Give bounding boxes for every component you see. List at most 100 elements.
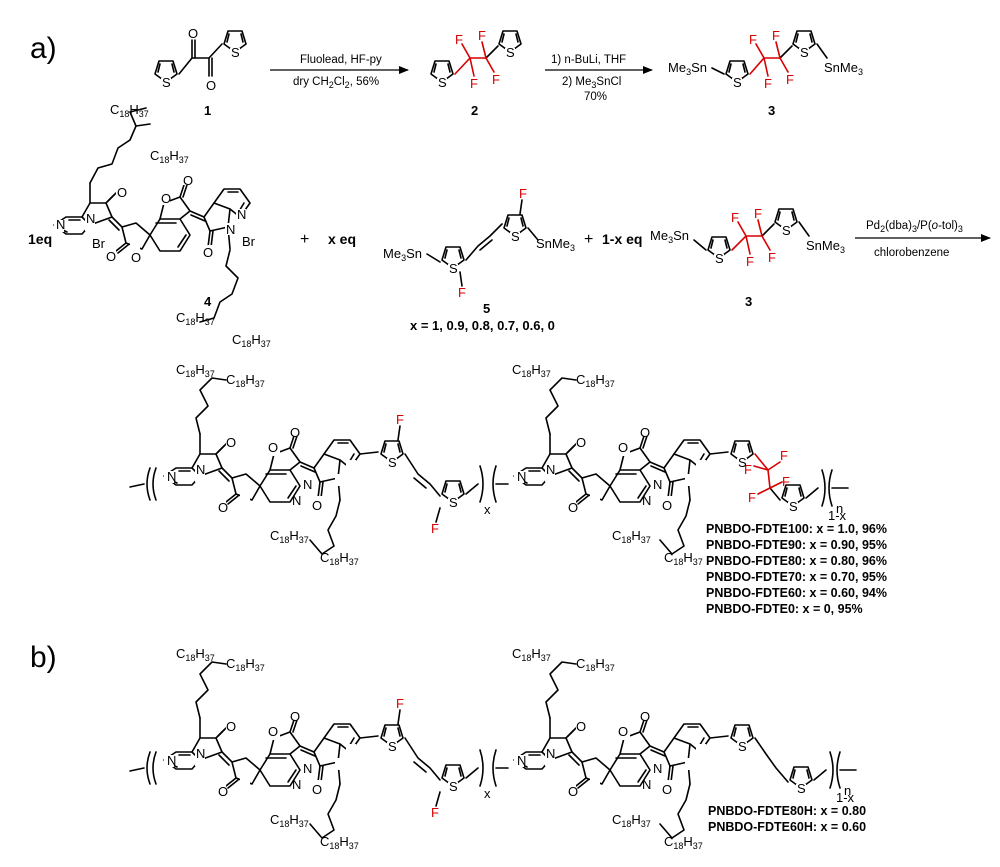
svg-text:1-x: 1-x <box>828 508 847 523</box>
svg-text:O: O <box>268 724 278 739</box>
svg-text:S: S <box>438 75 447 90</box>
polymer-b-structure: N N N N O O O O O F F S S x N N N N O O … <box>129 646 857 851</box>
svg-text:F: F <box>396 412 404 427</box>
svg-text:N: N <box>226 222 235 237</box>
svg-text:O: O <box>106 249 116 264</box>
svg-text:S: S <box>162 75 171 90</box>
svg-text:C18H37: C18H37 <box>176 362 215 379</box>
svg-text:C18H37: C18H37 <box>150 148 189 165</box>
svg-text:S: S <box>797 781 806 796</box>
svg-text:O: O <box>131 250 141 265</box>
result-fdte100: PNBDO-FDTE100: x = 1.0, 96% <box>706 522 887 536</box>
result-fdte70: PNBDO-FDTE70: x = 0.70, 95% <box>706 570 887 584</box>
svg-text:O: O <box>568 784 578 799</box>
svg-text:O: O <box>290 425 300 440</box>
svg-text:F: F <box>749 32 757 47</box>
svg-text:O: O <box>662 782 672 797</box>
svg-text:1-x: 1-x <box>836 790 855 805</box>
svg-text:n: n <box>836 501 843 516</box>
svg-text:O: O <box>576 435 586 450</box>
svg-text:F: F <box>748 490 756 505</box>
svg-text:F: F <box>431 521 439 536</box>
step2-conditions-2: 2) Me3SnCl <box>562 76 621 90</box>
svg-text:S: S <box>715 251 724 266</box>
svg-text:N: N <box>167 469 176 484</box>
svg-text:O: O <box>206 78 216 93</box>
step2-yield: 70% <box>584 91 607 103</box>
monomer-5-equivalents: x eq <box>328 231 356 247</box>
svg-text:F: F <box>470 76 478 91</box>
svg-text:F: F <box>731 210 739 225</box>
plus-sign-2: + <box>584 231 593 248</box>
svg-text:SnMe3: SnMe3 <box>824 60 863 77</box>
svg-text:S: S <box>782 223 791 238</box>
compound-3-structure-monomer: Me3Sn F F F F S S SnMe3 <box>650 206 845 269</box>
svg-text:x: x <box>484 786 491 801</box>
svg-text:N: N <box>292 777 301 792</box>
svg-text:F: F <box>754 206 762 221</box>
x-values: x = 1, 0.9, 0.8, 0.7, 0.6, 0 <box>410 318 555 333</box>
svg-text:Me3Sn: Me3Sn <box>650 228 689 245</box>
compound-3-label-top: 3 <box>768 103 775 118</box>
svg-text:C18H37: C18H37 <box>176 310 215 327</box>
svg-text:C18H37: C18H37 <box>226 656 265 673</box>
svg-text:O: O <box>618 724 628 739</box>
svg-text:N: N <box>303 477 312 492</box>
monomer-3-equivalents: 1-x eq <box>602 231 642 247</box>
svg-text:SnMe3: SnMe3 <box>536 236 575 253</box>
monomer-5-label: 5 <box>483 301 490 316</box>
svg-text:F: F <box>744 462 752 477</box>
svg-text:O: O <box>662 498 672 513</box>
polymerization-solvent: chlorobenzene <box>874 247 949 259</box>
svg-text:S: S <box>738 739 747 754</box>
svg-text:F: F <box>768 250 776 265</box>
svg-text:C18H37: C18H37 <box>176 646 215 663</box>
svg-text:N: N <box>56 217 65 232</box>
svg-text:S: S <box>231 45 240 60</box>
svg-text:S: S <box>506 45 515 60</box>
svg-text:F: F <box>478 28 486 43</box>
svg-text:O: O <box>188 26 198 41</box>
svg-text:C18H37: C18H37 <box>664 550 703 567</box>
svg-text:N: N <box>303 761 312 776</box>
svg-text:C18H37: C18H37 <box>512 362 551 379</box>
svg-text:F: F <box>782 474 790 489</box>
svg-text:O: O <box>226 435 236 450</box>
results-list-a: PNBDO-FDTE100: x = 1.0, 96% PNBDO-FDTE90… <box>706 522 887 616</box>
polymerization-catalyst: Pd2(dba)3/P(o-tol)3 <box>866 220 963 234</box>
monomer-4-equivalents: 1eq <box>28 231 52 247</box>
svg-text:N: N <box>653 477 662 492</box>
result-fdte80: PNBDO-FDTE80: x = 0.80, 96% <box>706 554 887 568</box>
svg-text:C18H37: C18H37 <box>512 646 551 663</box>
panel-b-label: b) <box>30 641 57 674</box>
result-fdte60h: PNBDO-FDTE60H: x = 0.60 <box>708 820 866 834</box>
svg-text:F: F <box>764 76 772 91</box>
svg-text:F: F <box>396 696 404 711</box>
svg-text:N: N <box>292 493 301 508</box>
svg-text:Br: Br <box>92 236 106 251</box>
svg-text:F: F <box>772 28 780 43</box>
compound-1-label: 1 <box>204 103 211 118</box>
results-list-b: PNBDO-FDTE80H: x = 0.80 PNBDO-FDTE60H: x… <box>708 804 866 834</box>
svg-text:C18H37: C18H37 <box>576 656 615 673</box>
svg-text:N: N <box>653 761 662 776</box>
svg-text:F: F <box>492 72 500 87</box>
svg-text:O: O <box>568 500 578 515</box>
svg-text:O: O <box>640 425 650 440</box>
svg-text:x: x <box>484 502 491 517</box>
svg-text:F: F <box>780 448 788 463</box>
plus-sign-1: + <box>300 231 309 248</box>
svg-text:N: N <box>196 746 205 761</box>
svg-text:N: N <box>546 462 555 477</box>
svg-text:O: O <box>268 440 278 455</box>
svg-text:C18H37: C18H37 <box>320 834 359 851</box>
svg-text:S: S <box>733 75 742 90</box>
svg-text:S: S <box>388 455 397 470</box>
svg-text:O: O <box>203 245 213 260</box>
step1-conditions-below: dry CH2Cl2, 56% <box>293 76 379 90</box>
compound-3-label-monomer: 3 <box>745 294 752 309</box>
svg-text:F: F <box>458 285 466 300</box>
result-fdte80h: PNBDO-FDTE80H: x = 0.80 <box>708 804 866 818</box>
compound-3-structure-top: Me3Sn F F F F S S SnMe3 <box>668 28 863 91</box>
svg-text:C18H37: C18H37 <box>232 332 271 349</box>
